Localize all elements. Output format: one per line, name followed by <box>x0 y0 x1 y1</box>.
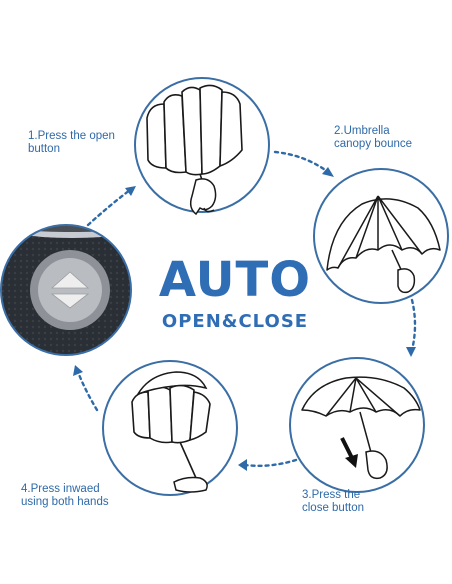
arrow-button-to-step1 <box>86 188 132 227</box>
arrow-step2-to-step3 <box>410 298 417 352</box>
arrow-head-2 <box>406 347 416 357</box>
closed-umbrella-icon <box>131 384 211 479</box>
step4-illustration <box>102 360 238 496</box>
arrow-step3-to-step4 <box>243 458 298 468</box>
arrow-step4-to-button <box>76 370 99 412</box>
step1-label: 1.Press the open button <box>28 130 115 155</box>
arrow-head-4 <box>73 365 83 376</box>
step1-illustration <box>134 77 270 216</box>
hand-icon <box>397 268 416 294</box>
closed-umbrella-icon <box>146 84 243 187</box>
press-arrow-icon <box>340 437 358 468</box>
step3-label: 3.Press the close button <box>302 489 365 514</box>
step4-label: 4.Press inwaed using both hands <box>21 483 109 508</box>
button-arrows-icon <box>50 271 90 309</box>
arrow-head-5 <box>125 186 136 196</box>
hand-icon <box>173 476 208 493</box>
open-umbrella-icon <box>326 195 441 277</box>
step3-illustration <box>289 357 425 493</box>
arrow-head-3 <box>238 459 247 471</box>
hand-icon <box>136 371 208 396</box>
arrow-heads <box>73 167 416 471</box>
cycle-arrows <box>76 150 417 468</box>
button-closeup <box>0 224 132 356</box>
hand-icon <box>365 450 388 480</box>
hand-icon <box>189 178 217 216</box>
open-umbrella-icon <box>301 376 421 457</box>
step2-illustration <box>313 168 449 304</box>
title-open-close: OPEN&CLOSE <box>161 311 309 332</box>
arrow-step1-to-step2 <box>273 150 330 174</box>
arrow-head-1 <box>322 167 334 177</box>
step2-label: 2.Umbrella canopy bounce <box>334 125 413 150</box>
title-auto: AUTO <box>158 252 312 308</box>
